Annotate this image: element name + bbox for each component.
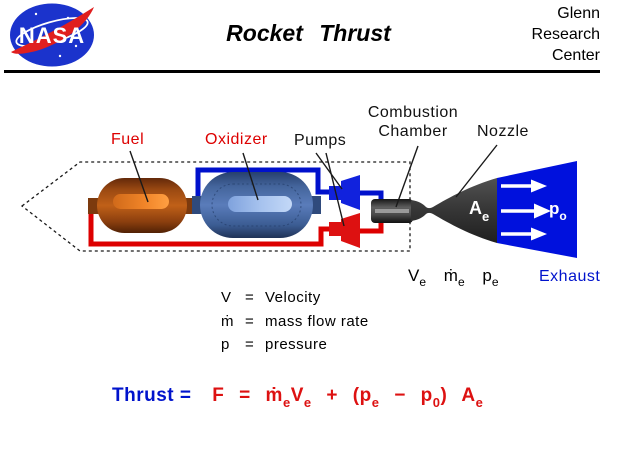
exhaust-arrow-head — [531, 179, 547, 193]
equation-equals: = — [239, 385, 251, 406]
nasa-logo-text: NASA — [19, 23, 85, 48]
pumps-label: Pumps — [294, 132, 347, 149]
thrust-equation: Thrust = F = ṁeVe + (pe − p0) Ae — [112, 385, 492, 410]
equation-plus: + — [326, 385, 338, 406]
nozzle-exit-area-label: Ae — [469, 198, 489, 224]
fuel-tank-highlight — [113, 194, 169, 209]
legend-symbol: V — [221, 289, 232, 306]
freestream-pressure-label: po — [549, 199, 567, 223]
legend-equals: = — [245, 336, 255, 353]
fuel-pipe — [88, 206, 332, 247]
leader-lines — [129, 144, 498, 227]
exit-pressure-symbol: pe — [482, 266, 499, 289]
nozzle — [411, 178, 497, 243]
exhaust-label: Exhaust — [539, 268, 601, 285]
org-line-3: Center — [551, 47, 600, 64]
exhaust-arrow-head — [531, 227, 547, 241]
nasa-logo: NASA — [10, 3, 94, 67]
combustion-chamber-leader-line — [395, 145, 419, 208]
oxidizer-pipe — [195, 167, 332, 205]
legend-desc: Velocity — [265, 289, 321, 306]
fuel-tank-nub-left — [88, 198, 99, 214]
combustion-chamber-stripe — [375, 209, 409, 213]
pumps-leader-line-bottom — [325, 152, 345, 227]
nasa-logo-swoosh — [11, 7, 94, 54]
oxidizer-label: Oxidizer — [205, 131, 268, 148]
exhaust-arrows — [501, 179, 551, 241]
nozzle-label: Nozzle — [477, 123, 529, 140]
equation-freestream-pressure: p0) — [420, 385, 448, 410]
equation-momentum-term: ṁeVe — [265, 385, 312, 410]
equation-exit-pressure: (pe — [352, 385, 380, 410]
fuel-leader-line — [129, 150, 149, 203]
legend-symbol: ṁ — [221, 312, 234, 330]
oxidizer-tank-nub-left — [192, 196, 202, 214]
exit-velocity-symbol: Ve — [408, 266, 427, 289]
nozzle-leader-line — [455, 144, 498, 198]
org-line-2: Research — [531, 26, 600, 43]
oxidizer-tank-inner-outline — [211, 183, 302, 227]
oxidizer-tank-highlight — [228, 196, 292, 212]
legend-desc: mass flow rate — [265, 312, 369, 330]
combustion-chamber-label: Combustion Chamber — [357, 103, 469, 141]
fuel-tank-nub-right — [184, 198, 195, 214]
symbol-legend: V = Velocity ṁ = mass flow rate p = pres… — [221, 286, 369, 357]
header-divider — [4, 70, 600, 73]
legend-row-pressure: p = pressure — [221, 333, 369, 357]
org-name: Glenn Research Center — [532, 3, 600, 66]
fuel-pump — [329, 213, 360, 248]
rocket-body-outline — [20, 161, 411, 252]
oxidizer-tank-nub-right — [311, 196, 321, 214]
legend-equals: = — [245, 312, 255, 330]
nozzle-exit-variables: Ve ṁe pe — [408, 266, 512, 289]
org-line-1: Glenn — [557, 5, 600, 22]
equation-minus: − — [394, 385, 406, 406]
equation-thrust-label: Thrust = — [112, 385, 192, 406]
legend-row-velocity: V = Velocity — [221, 286, 369, 310]
oxidizer-pump — [329, 175, 360, 210]
exit-massflow-symbol: ṁe — [443, 266, 465, 289]
fuel-label: Fuel — [111, 131, 145, 148]
combustion-chamber-label-line1: Combustion — [367, 104, 459, 121]
legend-row-massflow: ṁ = mass flow rate — [221, 310, 369, 334]
legend-desc: pressure — [265, 336, 328, 353]
exhaust-arrow-head — [534, 203, 551, 219]
equation-force-symbol: F — [212, 385, 225, 406]
pumps-leader-line-top — [315, 152, 343, 190]
page-title: Rocket Thrust — [226, 20, 391, 46]
legend-symbol: p — [221, 336, 230, 353]
equation-area-term: Ae — [461, 385, 484, 410]
legend-equals: = — [245, 289, 255, 306]
oxidizer-leader-line — [242, 152, 259, 201]
combustion-chamber-label-line2: Chamber — [378, 123, 448, 140]
